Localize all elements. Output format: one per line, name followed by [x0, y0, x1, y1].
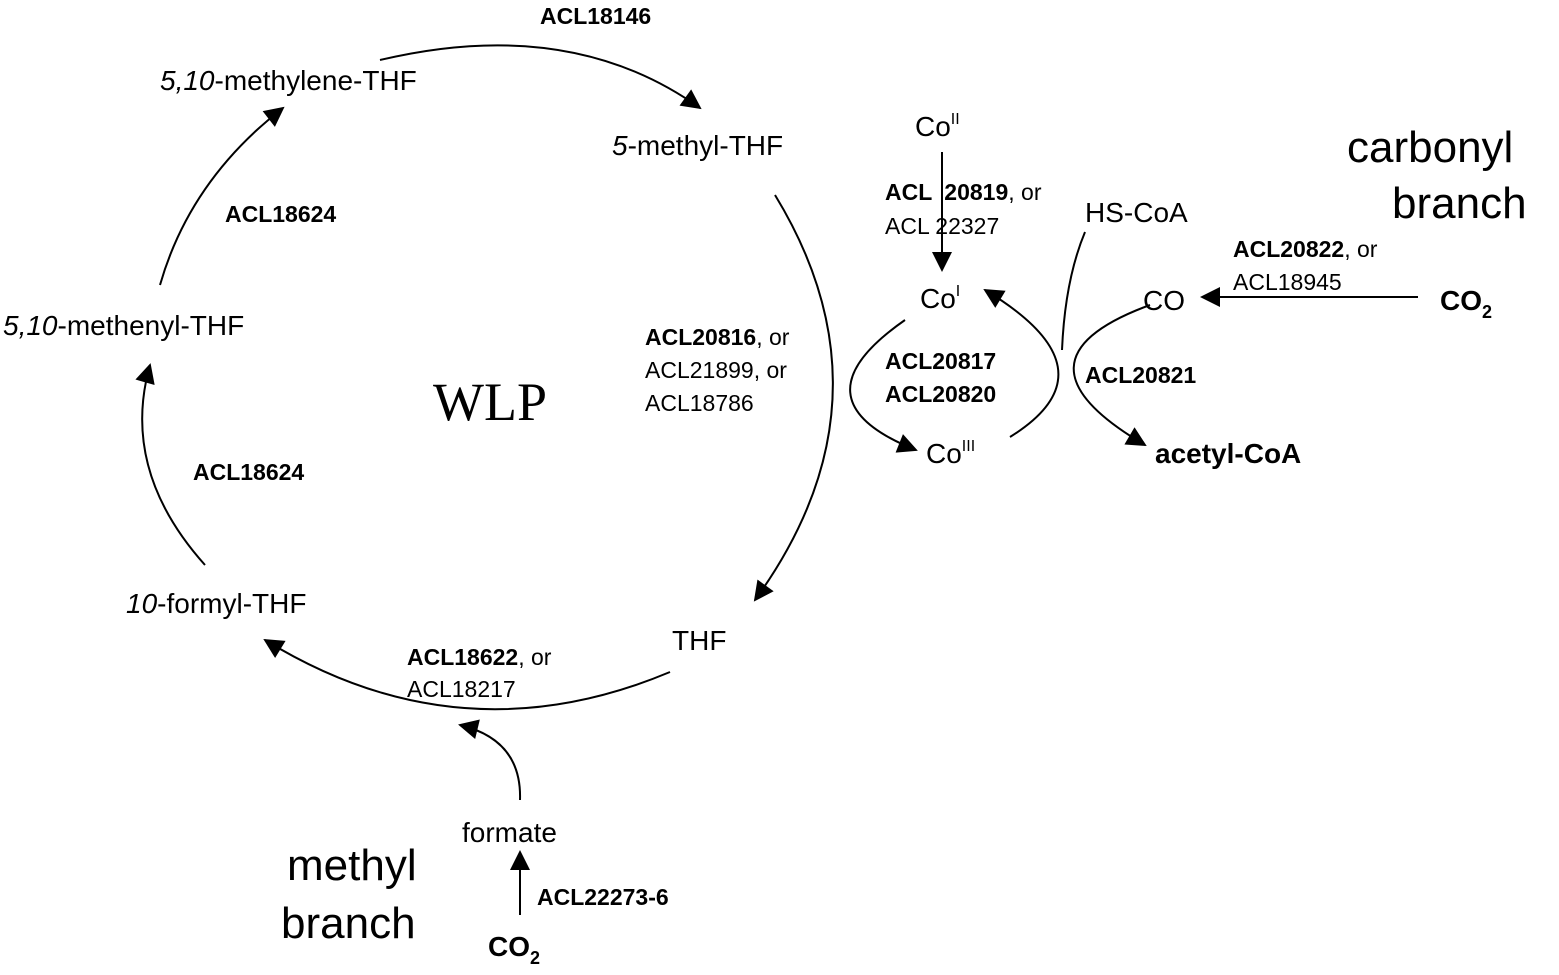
enzyme-acl18624-top: ACL18624 — [225, 201, 336, 227]
metabolite-hs-coa: HS-CoA — [1085, 197, 1188, 228]
branch-methyl-line2: branch — [281, 899, 416, 948]
metabolite-co-iii: CoIII — [926, 438, 975, 469]
metabolite-formate: formate — [462, 817, 557, 848]
arrow-coi-to-coiii — [849, 319, 918, 453]
enzyme-acl18217: ACL18217 — [407, 676, 516, 702]
enzyme-acl20816: ACL20816, or — [645, 324, 790, 350]
enzyme-acl22273: ACL22273-6 — [537, 884, 669, 910]
branch-methyl-line1: methyl — [287, 841, 417, 890]
arrow-formate-to-arc — [458, 719, 522, 801]
arrow-methylene-to-methyl — [379, 44, 702, 110]
enzyme-acl18146: ACL18146 — [540, 3, 651, 29]
metabolite-co-ii: CoII — [915, 111, 960, 142]
branch-carbonyl-line1: carbonyl — [1347, 123, 1513, 172]
metabolite-thf: THF — [672, 625, 726, 656]
branch-carbonyl-line2: branch — [1392, 179, 1527, 228]
enzyme-acl18945: ACL18945 — [1233, 269, 1342, 295]
metabolite-methylene-thf: 5,10-methylene-THF — [160, 65, 417, 96]
metabolite-methyl-thf: 5-methyl-THF — [612, 130, 783, 161]
enzyme-acl21899: ACL21899, or — [645, 357, 787, 383]
arrow-formyl-to-methenyl — [135, 363, 206, 566]
metabolite-formyl-thf: 10-formyl-THF — [126, 588, 306, 619]
line-hscoa-in — [1061, 231, 1086, 351]
arrow-methenyl-to-methylene — [159, 106, 285, 286]
enzyme-acl20820: ACL20820 — [885, 381, 996, 407]
enzyme-acl20817: ACL20817 — [885, 348, 996, 374]
arrow-co-to-acetylcoa — [1072, 304, 1151, 447]
enzyme-acl20821: ACL20821 — [1085, 362, 1196, 388]
enzyme-acl18624-bottom: ACL18624 — [193, 459, 304, 485]
diagram-title: WLP — [433, 372, 547, 432]
metabolite-methenyl-thf: 5,10-methenyl-THF — [3, 310, 244, 341]
metabolite-co2-carbonyl: CO2 — [1440, 285, 1492, 322]
arrow-thf-to-formyl — [263, 638, 671, 711]
metabolite-acetyl-coa: acetyl-CoA — [1155, 438, 1301, 469]
arrow-methyl-to-thf — [753, 194, 834, 602]
enzyme-acl20822: ACL20822, or — [1233, 236, 1378, 262]
enzyme-acl18622: ACL18622, or — [407, 644, 552, 670]
enzyme-acl22327: ACL 22327 — [885, 213, 999, 239]
metabolite-co-i: CoI — [920, 283, 960, 314]
metabolite-co2-methyl: CO2 — [488, 931, 540, 968]
enzyme-acl18786: ACL18786 — [645, 390, 754, 416]
arrow-coiii-to-coi — [983, 288, 1060, 438]
metabolite-co: CO — [1143, 285, 1185, 316]
